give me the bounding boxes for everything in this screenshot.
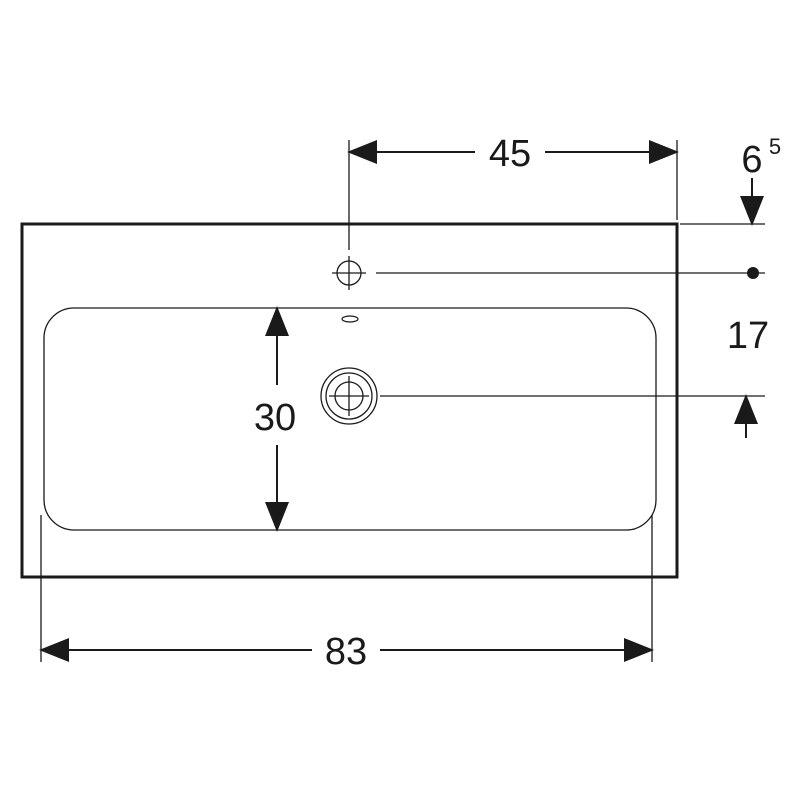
dim-label-17: 17 — [727, 315, 769, 357]
dim-label-6-superscript: 5 — [769, 134, 781, 159]
tap-hole-icon — [332, 256, 366, 290]
drain-icon — [320, 367, 378, 425]
dim-label-6: 6 — [741, 139, 762, 181]
dim-label-45: 45 — [489, 133, 531, 175]
dim-dot-17 — [747, 267, 759, 279]
bowl-outline — [43, 307, 657, 531]
dim-label-83: 83 — [325, 631, 367, 673]
overflow-slot — [341, 315, 359, 323]
dim-label-30: 30 — [254, 397, 296, 439]
